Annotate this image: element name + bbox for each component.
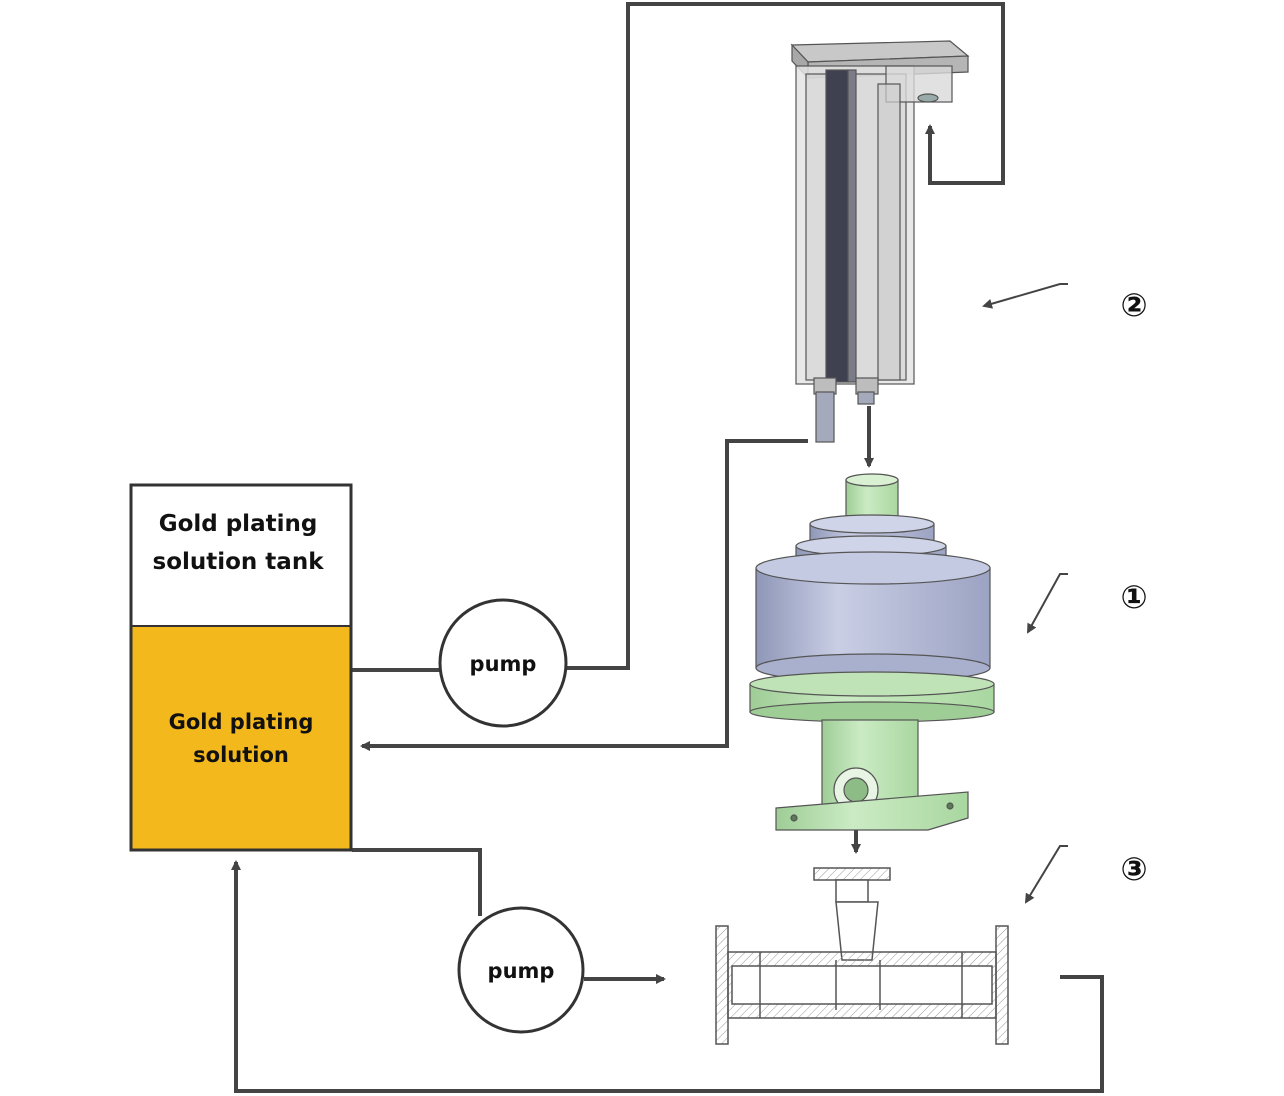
- pipe-tank-to-lower-pump: [352, 848, 482, 916]
- fixture-component-1: [749, 473, 995, 831]
- valve-component-3: [715, 867, 1009, 1045]
- component-label-3: ③: [1120, 850, 1147, 888]
- solution-label-line2: solution: [193, 743, 289, 767]
- gold-plating-solution-tank: Gold plating solution tank Gold plating …: [129, 483, 353, 852]
- flow-lines: [231, 2, 1104, 1093]
- component-label-2: ②: [1120, 286, 1147, 324]
- pipe-valve-to-tank: [231, 860, 1104, 1093]
- lower-pump-label: pump: [488, 959, 555, 983]
- gold-solution-fill: [132, 626, 350, 849]
- pipe-column-drain-to-tank: [360, 439, 808, 751]
- component-label-1: ①: [1120, 578, 1147, 616]
- upper-pump-label: pump: [470, 652, 537, 676]
- solution-label-line1: Gold plating: [169, 710, 314, 734]
- tank-title-line1: Gold plating: [159, 511, 318, 537]
- upper-pump: pump: [438, 598, 568, 728]
- leader-2: [982, 283, 1068, 309]
- leader-1: [1027, 573, 1068, 634]
- leaders: [982, 283, 1068, 904]
- leader-3: [1024, 845, 1068, 904]
- lower-pump: pump: [457, 906, 585, 1034]
- tank-title-line2: solution tank: [153, 549, 325, 575]
- column-component-2: [790, 40, 970, 443]
- pipe-upper-pump-to-column: [566, 2, 1005, 670]
